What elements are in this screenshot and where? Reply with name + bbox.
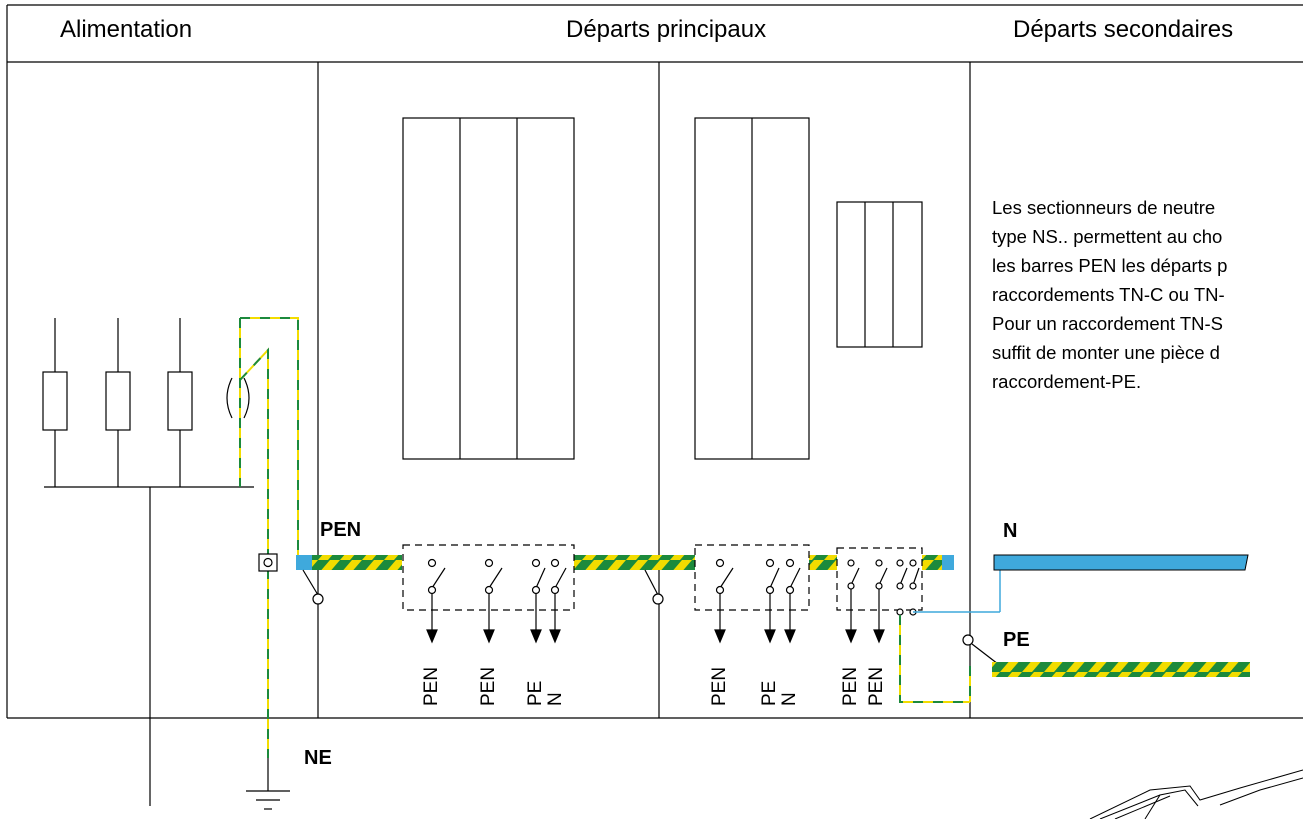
terminal-box — [258, 553, 278, 572]
pe-busbar — [992, 662, 1250, 677]
pen-bar-label: PEN — [320, 519, 362, 541]
header-departs-secondaires: Départs secondaires — [1013, 16, 1234, 43]
header-departs-principaux: Départs principaux — [566, 16, 767, 43]
output-label: N — [779, 692, 800, 706]
output-label: PEN — [478, 666, 499, 706]
pen-busbar — [296, 555, 954, 570]
busbar-links — [302, 569, 999, 665]
n-bar-label: N — [1003, 520, 1018, 542]
pe-bar-label: PE — [1003, 629, 1030, 651]
output-label: N — [545, 692, 566, 706]
header-alimentation: Alimentation — [60, 16, 193, 43]
output-label: PE — [525, 680, 546, 706]
output-label: PEN — [840, 666, 861, 706]
neutral-disconnectors — [402, 544, 923, 611]
earth-symbol — [246, 758, 290, 810]
terminal-point — [263, 557, 273, 568]
ne-label: NE — [304, 747, 332, 769]
switch-contacts — [427, 558, 920, 616]
output-label: PEN — [866, 666, 887, 706]
n-busbar — [993, 554, 1249, 571]
pen-supply-conductor — [239, 317, 299, 758]
output-label: PEN — [709, 666, 730, 706]
supply-fuses — [42, 318, 254, 806]
disconnector-sketch — [1089, 769, 1303, 819]
breaker-blocks — [402, 117, 923, 460]
cabinet-frame — [6, 4, 1303, 719]
description-note: Les sectionneurs de neutre type NS.. per… — [992, 197, 1228, 392]
pe-link-conductor — [899, 615, 971, 703]
output-label: PE — [759, 680, 780, 706]
output-arrows — [426, 589, 885, 644]
output-label: PEN — [421, 666, 442, 706]
